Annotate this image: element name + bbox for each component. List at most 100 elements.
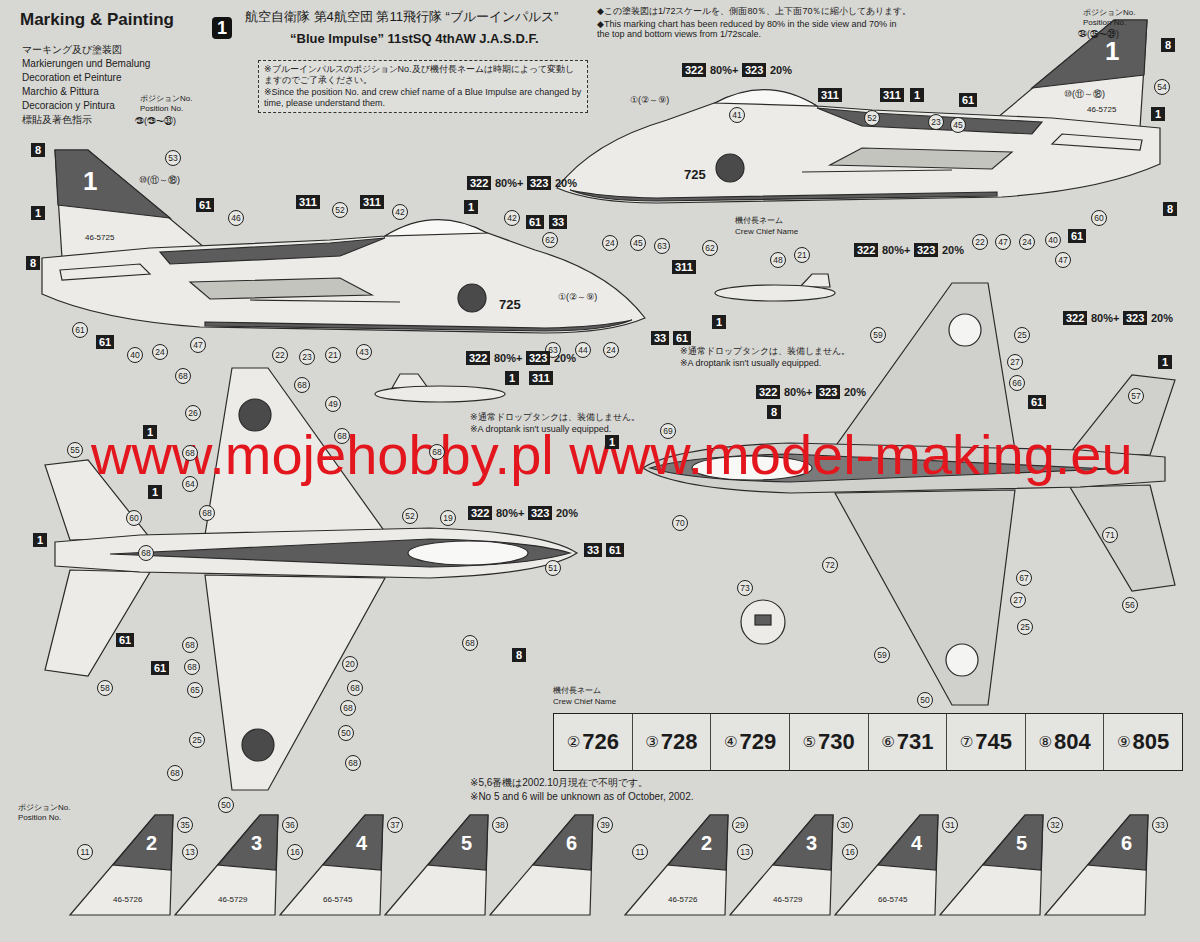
callout-number: 68: [465, 638, 474, 648]
callout-circle: 40: [1045, 232, 1061, 248]
callout-number: 25: [1017, 330, 1026, 340]
callout-number: 73: [740, 583, 749, 593]
callout-circle: 70: [672, 515, 688, 531]
callout-number: 21: [797, 250, 806, 260]
callout-circle: 62: [702, 240, 718, 256]
callout-number: 53: [168, 153, 177, 163]
callout-number: 29: [735, 820, 744, 830]
callout-number: 322: [471, 507, 489, 519]
small-caption: ポジションNo.: [140, 94, 192, 103]
paint-code-box: 61: [606, 543, 624, 557]
callout-number: 61: [199, 199, 211, 211]
callout-circle: 68: [334, 428, 350, 444]
callout-number: 1: [1155, 108, 1161, 120]
heading-line: ※No 5 and 6 will be unknown as of Octobe…: [470, 791, 694, 803]
callout-circle: 24: [603, 342, 619, 358]
callout-circle: 52: [402, 508, 418, 524]
callout-number: 24: [605, 238, 614, 248]
paint-code-box: 1: [1158, 355, 1172, 369]
right-side-view: [557, 20, 1160, 203]
callout-number: 1: [217, 18, 227, 38]
position-number: ⑨: [1117, 733, 1130, 751]
callout-circle: 35: [177, 817, 193, 833]
mix-ratio: 80%+: [882, 244, 910, 257]
callout-circle: 23: [299, 349, 315, 365]
callout-circle: 22: [272, 347, 288, 363]
callout-number: 39: [600, 820, 609, 830]
callout-number: 61: [962, 94, 974, 106]
callout-circle: 72: [822, 557, 838, 573]
paint-code-box: 322: [1063, 311, 1087, 325]
paint-code-box: 1: [712, 315, 726, 329]
callout-number: 322: [1066, 312, 1084, 324]
callout-number: 71: [1105, 530, 1114, 540]
tail-number: 6: [1121, 832, 1132, 855]
position-number: ④: [724, 733, 737, 751]
callout-circle: 24: [602, 235, 618, 251]
callout-circle: 68: [199, 505, 215, 521]
paint-code-box: 1: [148, 485, 162, 499]
header-text: “Blue Impulse” 11stSQ 4thAW J.A.S.D.F.: [290, 32, 539, 47]
callout-circle: 47: [995, 234, 1011, 250]
tail-number: 1: [83, 167, 97, 197]
paint-code-box: 1: [143, 425, 157, 439]
callout-number: 61: [119, 634, 131, 646]
heading-line: Decoration et Peinture: [22, 72, 122, 84]
paint-code-box: 1: [33, 533, 47, 547]
callout-number: 61: [529, 216, 541, 228]
callout-number: 68: [187, 662, 196, 672]
watermark: www.mojehobby.pl www.model-making.eu: [91, 423, 1133, 487]
mix-ratio: 80%+: [495, 177, 523, 190]
paint-code-box: 311: [296, 195, 320, 209]
callout-circle: 64: [182, 476, 198, 492]
paint-code-box: 61: [116, 633, 134, 647]
tail-number: 4: [356, 832, 367, 855]
aircraft-number: 731: [897, 729, 934, 755]
callout-circle: 16: [842, 844, 858, 860]
callout-circle: 37: [387, 817, 403, 833]
callout-number: 1: [468, 201, 474, 213]
callout-number: 68: [185, 640, 194, 650]
callout-number: 323: [1126, 312, 1144, 324]
callout-number: 59: [873, 330, 882, 340]
callout-circle: 50: [218, 797, 234, 813]
callout-circle: 46: [228, 210, 244, 226]
mix-ratio: 20%: [844, 386, 866, 399]
callout-circle: 68: [347, 680, 363, 696]
mix-ratio: 20%: [942, 244, 964, 257]
sheet-title: Marking & Painting: [20, 10, 174, 30]
callout-number: 69: [663, 426, 672, 436]
callout-circle: 55: [67, 442, 83, 458]
note-text: ※Since the position No. and crew chief n…: [264, 87, 582, 110]
table-cell: ⑨805: [1103, 714, 1182, 770]
callout-number: 43: [359, 347, 368, 357]
callout-number: 24: [606, 345, 615, 355]
callout-number: 24: [155, 347, 164, 357]
callout-number: 30: [840, 820, 849, 830]
paint-code-box: 311: [818, 88, 842, 102]
callout-number: 323: [529, 352, 547, 364]
callout-number: 33: [552, 216, 564, 228]
callout-circle: 47: [1055, 252, 1071, 268]
tail-number: 2: [146, 832, 157, 855]
paint-code-box: 61: [151, 661, 169, 675]
small-caption: Crew Chief Name: [553, 697, 616, 706]
callout-number: 67: [1019, 573, 1028, 583]
crew-chief-table: ②726③728④729⑤730⑥731⑦745⑧804⑨805: [553, 713, 1183, 771]
serial-number: 46-5726: [668, 895, 697, 904]
callout-circle: 50: [338, 725, 354, 741]
callout-number: 27: [1010, 357, 1019, 367]
callout-circle: 58: [97, 680, 113, 696]
callout-number: 311: [532, 372, 550, 384]
aircraft-number: 745: [975, 729, 1012, 755]
callout-circle: 66: [1009, 375, 1025, 391]
callout-circle: 39: [597, 817, 613, 833]
callout-number: 44: [578, 345, 587, 355]
callout-circle: 11: [632, 844, 648, 860]
callout-number: 37: [390, 820, 399, 830]
small-caption: Position No.: [1083, 18, 1126, 27]
callout-number: 322: [470, 177, 488, 189]
callout-number: 45: [953, 120, 962, 130]
callout-number: 54: [1157, 82, 1166, 92]
callout-number: 323: [917, 244, 935, 256]
